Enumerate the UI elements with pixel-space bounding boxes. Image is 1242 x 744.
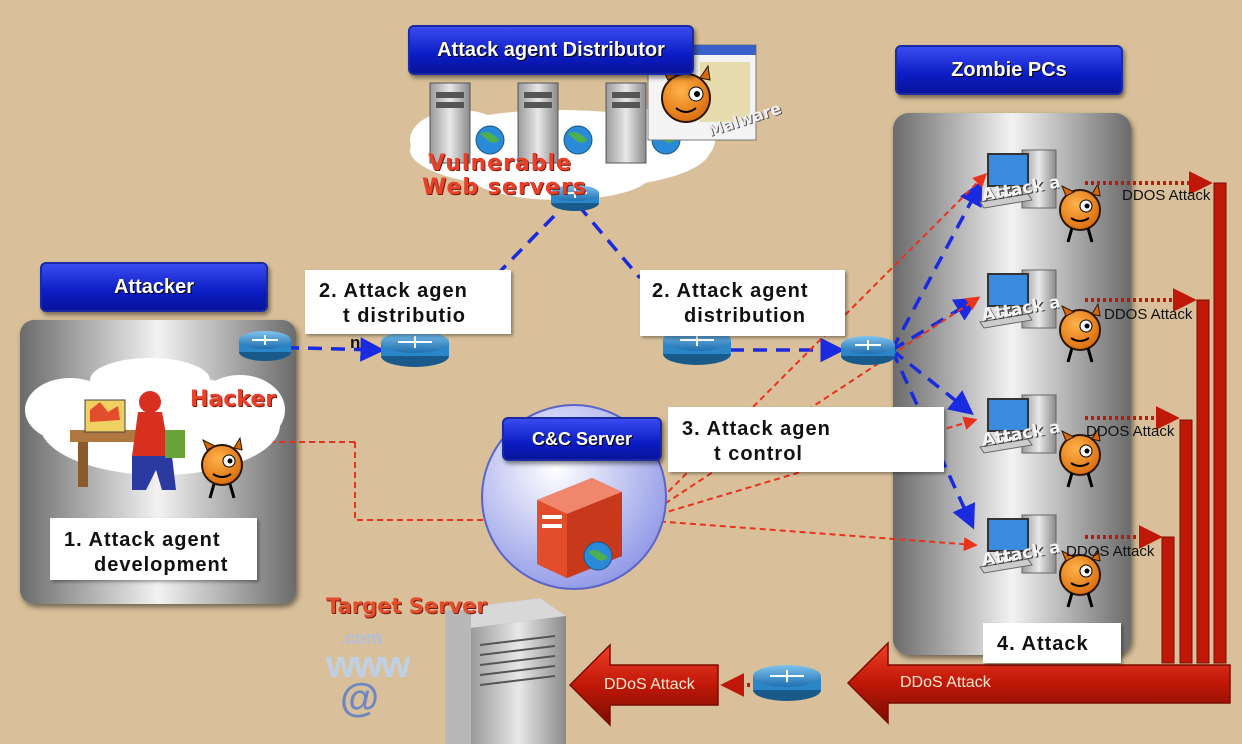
cnc-server-icon — [537, 478, 622, 578]
step2a-line3: n — [350, 333, 361, 352]
zombie-pc-icon — [979, 394, 1057, 454]
router-icon — [753, 665, 821, 701]
zombie-pc-icon — [979, 149, 1057, 209]
zombie-pc-icon — [979, 269, 1057, 329]
vulnerable-text: Vulnerable Web servers — [422, 150, 587, 202]
cnc-title: C&C Server — [502, 417, 662, 461]
server-icon — [517, 82, 593, 164]
router-icon — [841, 336, 895, 365]
vulnerable-line1: Vulnerable — [428, 151, 572, 176]
ddos-arrow-right-text: DDoS Attack — [900, 674, 991, 691]
devil-hacker-icon — [201, 436, 243, 499]
router-icon — [551, 185, 599, 211]
step2a-line2: t distributio — [343, 305, 466, 327]
devil-malware-icon — [660, 64, 711, 123]
router-icon — [239, 331, 291, 361]
ddos-arrow-left-shape — [568, 643, 719, 727]
ddos-arrow-left-text: DDoS Attack — [604, 676, 695, 693]
target-server-text: Target Server — [326, 594, 487, 618]
step2a-label: 2. Attack agen t distributio — [305, 270, 511, 334]
step1-label: 1. Attack agent development — [50, 518, 257, 580]
step3-line1: 3. Attack agen — [682, 418, 831, 440]
devil-zombie-icon — [1059, 182, 1101, 243]
devil-zombie-icon — [1059, 427, 1101, 488]
step4-text: 4. Attack — [997, 633, 1089, 655]
server-icon — [429, 82, 505, 164]
step3-label: 3. Attack agen t control — [668, 407, 944, 472]
com-text: .com — [340, 628, 383, 648]
attack-vertical-bars — [1161, 182, 1227, 664]
attacker-title: Attacker — [40, 262, 268, 312]
zombie-ddos-label: DDOS Attack — [1086, 423, 1175, 440]
step3-line2: t control — [714, 443, 803, 465]
zombie-group — [979, 149, 1101, 608]
target-server-icon — [445, 598, 566, 744]
step1-line2: development — [94, 554, 229, 576]
step1-line1: 1. Attack agent — [64, 529, 221, 551]
vulnerable-line2: Web servers — [422, 175, 587, 200]
step2b-line1: 2. Attack agent — [652, 280, 809, 302]
zombie-ddos-label: DDOS Attack — [1122, 187, 1211, 204]
devil-zombie-icon — [1059, 302, 1101, 363]
devil-zombie-icon — [1059, 547, 1101, 608]
hacker-text: Hacker — [190, 387, 277, 412]
at-icon: @ — [340, 676, 380, 720]
step2a-line1: 2. Attack agen — [319, 280, 468, 302]
attack-dotted-arrows — [720, 171, 1213, 697]
step2b-line2: distribution — [684, 305, 806, 327]
step2b-label: 2. Attack agent distribution — [640, 270, 845, 336]
ddos-arrow-right-shape — [846, 641, 1231, 725]
zombie-pc-icon — [979, 514, 1057, 574]
step4-label: 4. Attack — [983, 623, 1121, 663]
router-icon — [381, 331, 449, 367]
zombie-ddos-label: DDOS Attack — [1066, 543, 1155, 560]
zombie-title: Zombie PCs — [895, 45, 1123, 95]
www-text: www — [326, 644, 411, 686]
hacker-icon — [70, 391, 185, 490]
zombie-ddos-label: DDOS Attack — [1104, 306, 1193, 323]
distributor-title: Attack agent Distributor — [408, 25, 694, 75]
